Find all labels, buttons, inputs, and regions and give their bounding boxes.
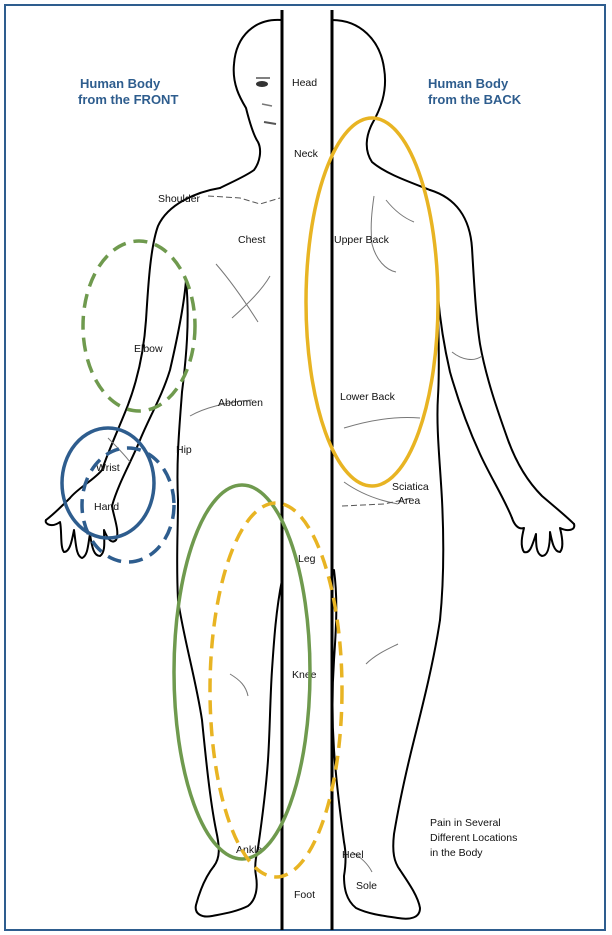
front-body-outline [46,20,282,917]
label-heel: Heel [342,849,364,861]
back-body-outline [332,20,574,919]
label-abdomen: Abdomen [218,397,263,409]
label-sciatica-line2: Area [398,495,420,507]
label-hip: Hip [176,444,192,456]
face-sketch [256,78,276,124]
label-shoulder: Shoulder [158,193,201,205]
back-title-line2: from the BACK [428,92,522,107]
wrist-region [62,428,154,538]
note-line3: in the Body [430,847,483,859]
front-title-line1: Human Body [80,76,161,91]
shoulder-leader [208,196,280,204]
front-title-line2: from the FRONT [78,92,178,107]
note-line1: Pain in Several [430,817,501,829]
upper-back-region [306,118,438,486]
elbow-region [83,241,195,411]
label-head: Head [292,77,317,89]
leg-region [174,485,310,859]
label-upper-back: Upper Back [334,234,390,246]
label-lower-back: Lower Back [340,391,396,403]
label-elbow: Elbow [134,343,163,355]
knee-region [210,503,342,877]
label-leg: Leg [298,553,316,565]
back-title-line1: Human Body [428,76,509,91]
label-knee: Knee [292,669,317,681]
note-line2: Different Locations [430,832,517,844]
label-chest: Chest [238,234,266,246]
label-sole: Sole [356,880,377,892]
label-wrist: Wrist [96,462,120,474]
label-sciatica-line1: Sciatica [392,481,429,493]
label-neck: Neck [294,148,319,160]
label-hand: Hand [94,501,119,513]
label-foot: Foot [294,889,315,901]
